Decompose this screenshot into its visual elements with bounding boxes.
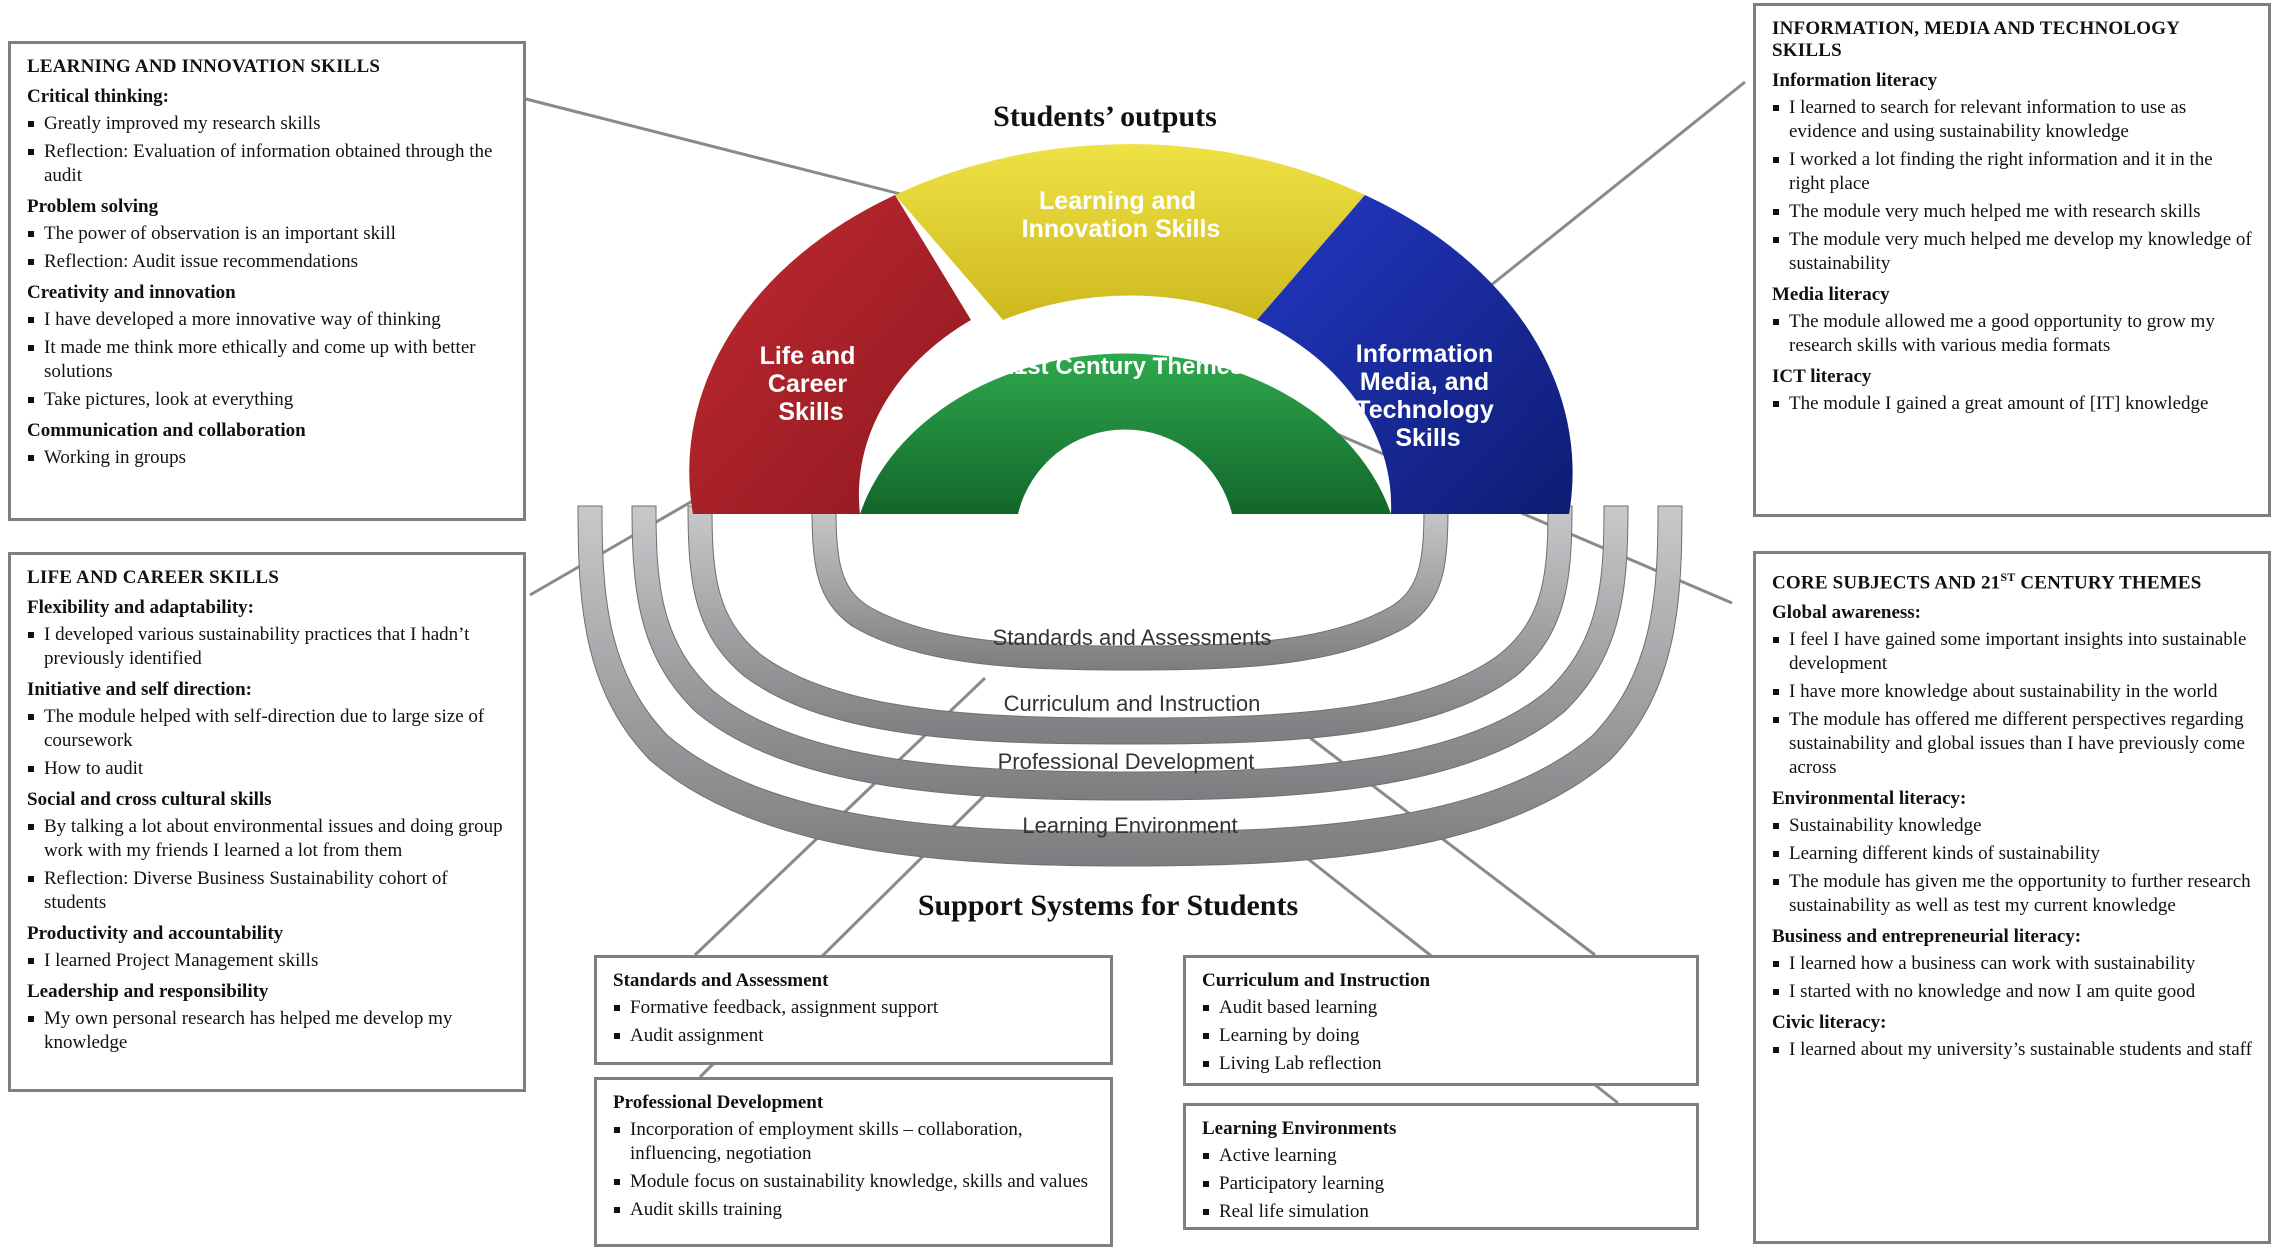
arch-learning-innovation	[895, 144, 1365, 320]
arch-label-learning-innovation: Learning and Innovation Skills	[1022, 187, 1221, 243]
list-item: It made me think more ethically and come…	[27, 336, 507, 384]
section-heading: Leadership and responsibility	[27, 981, 269, 1002]
list-item: I feel I have gained some important insi…	[1772, 628, 2252, 676]
list-item: The module I gained a great amount of [I…	[1772, 392, 2252, 416]
section-heading: ICT literacy	[1772, 366, 1872, 387]
section-heading: Productivity and accountability	[27, 923, 284, 944]
arch-core-subjects	[860, 353, 1391, 514]
section-heading: Critical thinking:	[27, 86, 169, 107]
section-heading: Media literacy	[1772, 284, 1890, 305]
section-heading: Initiative and self direction:	[27, 679, 253, 700]
heading-support-systems: Support Systems for Students	[918, 889, 1298, 922]
section-heading: Creativity and innovation	[27, 282, 236, 303]
section-heading: Communication and collaboration	[27, 420, 306, 441]
section-heading: Social and cross cultural skills	[27, 789, 272, 810]
ring-label-standards: Standards and Assessments	[993, 625, 1272, 650]
box-standards-assessment: Standards and Assessment Formative feedb…	[594, 955, 1113, 1065]
ring-label-professional: Professional Development	[998, 749, 1255, 774]
list-item: Formative feedback, assignment support	[613, 996, 1094, 1020]
list-item: The module very much helped me with rese…	[1772, 200, 2252, 224]
list-item: I learned about my university’s sustaina…	[1772, 1038, 2252, 1062]
box-title: LIFE AND CAREER SKILLS	[27, 567, 279, 588]
list-item: The module very much helped me develop m…	[1772, 228, 2252, 276]
box-learning-innovation: LEARNING AND INNOVATION SKILLS Critical …	[8, 41, 526, 521]
arch-life-career	[689, 195, 971, 514]
arch-label-info-media: Information Media, and Technology Skills	[1355, 340, 1500, 452]
list-item: Greatly improved my research skills	[27, 112, 507, 136]
ring-label-environment: Learning Environment	[1022, 813, 1237, 838]
heading-students-outputs: Students’ outputs	[993, 100, 1217, 133]
section-heading: Standards and Assessment	[613, 970, 829, 991]
box-life-career: LIFE AND CAREER SKILLS Flexibility and a…	[8, 552, 526, 1092]
arch-label-core-subjects: Core Subjects and 21st Century Themes	[1001, 325, 1244, 380]
list-item: Audit skills training	[613, 1198, 1094, 1222]
list-item: Reflection: Diverse Business Sustainabil…	[27, 867, 507, 915]
box-curriculum-instruction: Curriculum and Instruction Audit based l…	[1183, 955, 1699, 1086]
box-professional-development: Professional Development Incorporation o…	[594, 1077, 1113, 1247]
list-item: Active learning	[1202, 1144, 1680, 1168]
section-heading: Learning Environments	[1202, 1118, 1397, 1139]
section-heading: Civic literacy:	[1772, 1012, 1887, 1034]
box-title: LEARNING AND INNOVATION SKILLS	[27, 56, 381, 77]
list-item: Audit assignment	[613, 1024, 1094, 1048]
list-item: How to audit	[27, 757, 507, 781]
arch-info-media	[1257, 195, 1573, 514]
list-item: Real life simulation	[1202, 1200, 1680, 1224]
list-item: I learned to search for relevant informa…	[1772, 96, 2252, 144]
box-learning-environments: Learning Environments Active learning Pa…	[1183, 1103, 1699, 1230]
box-info-media: INFORMATION, MEDIA AND TECHNOLOGY SKILLS…	[1753, 3, 2271, 517]
list-item: The module has offered me different pers…	[1772, 708, 2252, 780]
list-item: Living Lab reflection	[1202, 1052, 1680, 1076]
list-item: I have more knowledge about sustainabili…	[1772, 680, 2252, 704]
section-heading: Curriculum and Instruction	[1202, 970, 1431, 991]
section-heading: Business and entrepreneurial literacy:	[1772, 926, 2082, 948]
box-title: INFORMATION, MEDIA AND TECHNOLOGY SKILLS	[1772, 18, 2180, 61]
list-item: Audit based learning	[1202, 996, 1680, 1020]
list-item: Reflection: Evaluation of information ob…	[27, 140, 507, 188]
ring-curriculum-instruction	[687, 505, 1573, 745]
list-item: The module allowed me a good opportunity…	[1772, 310, 2252, 358]
list-item: Learning by doing	[1202, 1024, 1680, 1048]
list-item: I learned Project Management skills	[27, 949, 507, 973]
section-heading: Flexibility and adaptability:	[27, 597, 254, 618]
section-heading: Professional Development	[613, 1092, 824, 1113]
list-item: I have developed a more innovative way o…	[27, 308, 507, 332]
list-item: Take pictures, look at everything	[27, 388, 507, 412]
list-item: The module helped with self-direction du…	[27, 705, 507, 753]
ring-label-curriculum: Curriculum and Instruction	[1004, 691, 1261, 716]
list-item: I learned how a business can work with s…	[1772, 952, 2252, 976]
arch-label-life-career: Life and Career Skills	[760, 342, 863, 426]
ring-learning-environment	[577, 505, 1683, 867]
list-item: Working in groups	[27, 446, 507, 470]
box-core-subjects: CORE SUBJECTS AND 21ST CENTURY THEMES Gl…	[1753, 551, 2271, 1244]
list-item: The module has given me the opportunity …	[1772, 870, 2252, 918]
list-item: Learning different kinds of sustainabili…	[1772, 842, 2252, 866]
list-item: Sustainability knowledge	[1772, 814, 2252, 838]
section-heading: Global awareness:	[1772, 602, 1922, 624]
list-item: Module focus on sustainability knowledge…	[613, 1170, 1094, 1194]
list-item: I developed various sustainability pract…	[27, 623, 507, 671]
list-item: I started with no knowledge and now I am…	[1772, 980, 2252, 1004]
box-title: CORE SUBJECTS AND 21ST CENTURY THEMES	[1772, 570, 2202, 594]
list-item: Incorporation of employment skills – col…	[613, 1118, 1094, 1166]
ring-professional-development	[631, 505, 1629, 801]
section-heading: Environmental literacy:	[1772, 788, 1967, 810]
list-item: I worked a lot finding the right informa…	[1772, 148, 2252, 196]
list-item: Reflection: Audit issue recommendations	[27, 250, 507, 274]
section-heading: Problem solving	[27, 196, 159, 217]
section-heading: Information literacy	[1772, 70, 1938, 91]
list-item: The power of observation is an important…	[27, 222, 507, 246]
list-item: By talking a lot about environmental iss…	[27, 815, 507, 863]
list-item: Participatory learning	[1202, 1172, 1680, 1196]
list-item: My own personal research has helped me d…	[27, 1007, 507, 1055]
